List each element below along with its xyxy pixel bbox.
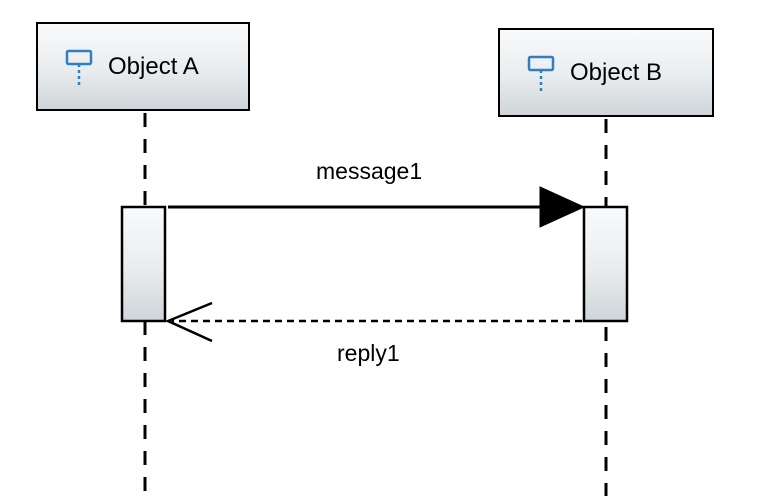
object-b-label: Object B — [570, 58, 663, 86]
activation-bar-object-a — [120, 205, 167, 323]
object-a-box[interactable]: Object A — [36, 22, 250, 111]
lifeline-icon — [527, 55, 555, 91]
reply1-arrowhead — [164, 301, 213, 343]
message1-label[interactable]: message1 — [316, 158, 423, 184]
object-b-box[interactable]: Object B — [498, 28, 714, 117]
object-a-label: Object A — [108, 52, 199, 80]
reply1-label[interactable]: reply1 — [337, 340, 400, 366]
message1-arrowhead — [539, 186, 586, 228]
activation-bar-object-b — [582, 205, 629, 323]
lifeline-icon — [65, 49, 93, 85]
